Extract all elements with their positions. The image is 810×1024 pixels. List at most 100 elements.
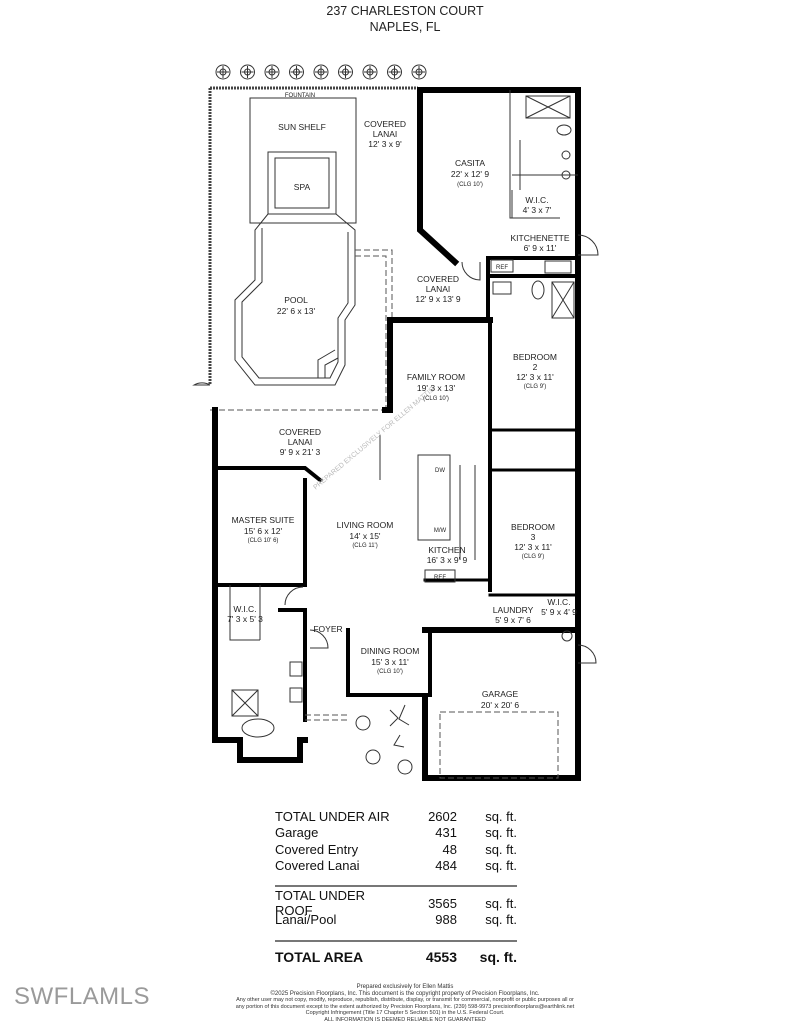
legal-line: ALL INFORMATION IS DEEMED RELIABLE NOT G…: [324, 1016, 486, 1023]
mls-watermark: SWFLAMLS: [14, 983, 151, 1010]
area-row: Covered Lanai 484 sq. ft.: [275, 858, 517, 875]
area-value: 3565: [428, 895, 457, 911]
bedroom-2-dims: 12' 3 x 11': [516, 372, 554, 382]
dishwasher-label: DW: [435, 468, 445, 474]
master-suite-ceiling: (CLG 10' 6): [248, 538, 279, 544]
sun-shelf-label: SUN SHELF: [278, 122, 326, 132]
entry-plants: [355, 704, 413, 775]
casita-wic-dims: 4' 3 x 7': [523, 205, 552, 215]
laundry-dims: 5' 9 x 7' 6: [495, 615, 531, 625]
legal-line: any portion of this document except to t…: [235, 1003, 575, 1010]
tree-icon: [338, 64, 353, 80]
covered-lanai-1-label2: LANAI: [373, 129, 398, 139]
total-area-unit: sq. ft.: [479, 949, 517, 966]
area-value: 2602: [428, 808, 457, 824]
area-value: 988: [435, 912, 457, 928]
tree-icon: [362, 64, 378, 80]
foyer-label: FOYER: [313, 624, 342, 634]
bedroom-3-dims: 12' 3 x 11': [514, 542, 552, 552]
area-unit: sq. ft.: [485, 895, 517, 911]
copyright-line: ©2025 Precision Floorplans, Inc. This do…: [270, 990, 540, 997]
covered-lanai-3-label: COVERED: [279, 427, 321, 437]
area-unit: sq. ft.: [485, 825, 517, 841]
bedroom-3-label: BEDROOM: [511, 522, 555, 532]
covered-lanai-3-dims: 9' 9 x 21' 3: [280, 447, 321, 457]
family-room-label: FAMILY ROOM: [407, 372, 465, 382]
room-labels: FOUNTAIN SUN SHELF SPA POOL 22' 6 x 13' …: [227, 93, 577, 710]
master-wic-dims: 7' 3 x 5' 3: [227, 614, 263, 624]
area-value: 48: [442, 841, 457, 857]
area-unit: sq. ft.: [485, 841, 517, 857]
area-label: Covered Lanai: [275, 858, 360, 874]
prepared-for: Prepared exclusively for Ellen Mattis: [356, 984, 454, 990]
kitchenette-label: KITCHENETTE: [510, 233, 569, 243]
master-suite-dims: 15' 6 x 12': [244, 526, 283, 536]
total-area-label: TOTAL AREA: [275, 949, 364, 966]
microwave-label: M/W: [434, 528, 447, 534]
covered-lanai-1-dims: 12' 3 x 9': [368, 139, 402, 149]
divider: [275, 940, 517, 942]
area-unit: sq. ft.: [485, 858, 517, 874]
casita-wic-label: W.I.C.: [525, 195, 548, 205]
dining-room-label: DINING ROOM: [361, 646, 420, 656]
garage-dims: 20' x 20' 6: [481, 700, 519, 710]
tree-icon: [264, 64, 280, 80]
kitchenette-dims: 6' 9 x 11': [524, 243, 557, 253]
bedroom-3-ceiling: (CLG 9'): [522, 554, 544, 560]
covered-lanai-2-label: COVERED: [417, 274, 459, 284]
tree-icon: [240, 64, 255, 80]
bedroom-3-number: 3: [531, 532, 536, 542]
covered-lanai-1-label: COVERED: [364, 119, 406, 129]
area-label: TOTAL UNDER AIR: [275, 808, 390, 824]
legal-line: Any other user may not copy, modify, rep…: [236, 997, 574, 1003]
casita-dims: 22' x 12' 9: [451, 169, 489, 179]
property-title: 237 CHARLESTON COURT NAPLES, FL: [0, 3, 810, 35]
living-room-ceiling: (CLG 11'): [352, 543, 377, 549]
tree-icon: [411, 64, 427, 80]
plan-watermark: PREPARED EXCLUSIVELY FOR ELLEN MATTIS: [312, 386, 436, 491]
area-value: 484: [435, 858, 457, 874]
master-suite-label: MASTER SUITE: [232, 515, 295, 525]
spa-label: SPA: [294, 182, 311, 192]
dining-room-ceiling: (CLG 10'): [377, 669, 403, 675]
area-unit: sq. ft.: [485, 808, 517, 824]
city-line: NAPLES, FL: [369, 20, 441, 34]
tree-icon: [387, 64, 402, 80]
area-label: Garage: [275, 825, 319, 841]
kitchen-label: KITCHEN: [428, 545, 465, 555]
casita-walls: [417, 87, 599, 433]
copyright-notice: Prepared exclusively for Ellen Mattis ©2…: [200, 984, 610, 1023]
address-line: 237 CHARLESTON COURT: [326, 4, 484, 18]
tree-icon: [313, 64, 329, 80]
bedroom-3-wic-dims: 5' 9 x 4' 9: [541, 607, 577, 617]
dining-room-dims: 15' 3 x 11': [371, 657, 409, 667]
covered-lanai-2-label2: LANAI: [426, 284, 451, 294]
bedroom-3-wic-label: W.I.C.: [547, 597, 570, 607]
legal-line: Copyright Infringement (Title 17 Chapter…: [305, 1010, 505, 1016]
area-label: TOTAL UNDER ROOF: [275, 888, 366, 919]
main-walls: [212, 317, 597, 781]
family-room-dims: 19' 3 x 13': [417, 383, 456, 393]
area-row: TOTAL UNDER ROOF 3565 sq. ft.: [275, 888, 517, 918]
pool-label: POOL: [284, 295, 308, 305]
living-room-label: LIVING ROOM: [337, 520, 394, 530]
divider: [275, 885, 517, 887]
tree-icon: [289, 64, 304, 80]
kitchen-dims: 16' 3 x 9' 9: [427, 555, 468, 565]
pool-dims: 22' 6 x 13': [277, 306, 316, 316]
kitchenette-ref: REF: [496, 265, 508, 271]
area-unit: sq. ft.: [485, 912, 517, 928]
casita-label: CASITA: [455, 158, 485, 168]
family-room-ceiling: (CLG 10'): [423, 396, 449, 402]
covered-lanai-3-label2: LANAI: [288, 437, 313, 447]
master-wic-label: W.I.C.: [233, 604, 256, 614]
laundry-label: LAUNDRY: [493, 605, 534, 615]
garage-label: GARAGE: [482, 689, 519, 699]
area-row: TOTAL UNDER AIR 2602 sq. ft.: [275, 808, 517, 825]
